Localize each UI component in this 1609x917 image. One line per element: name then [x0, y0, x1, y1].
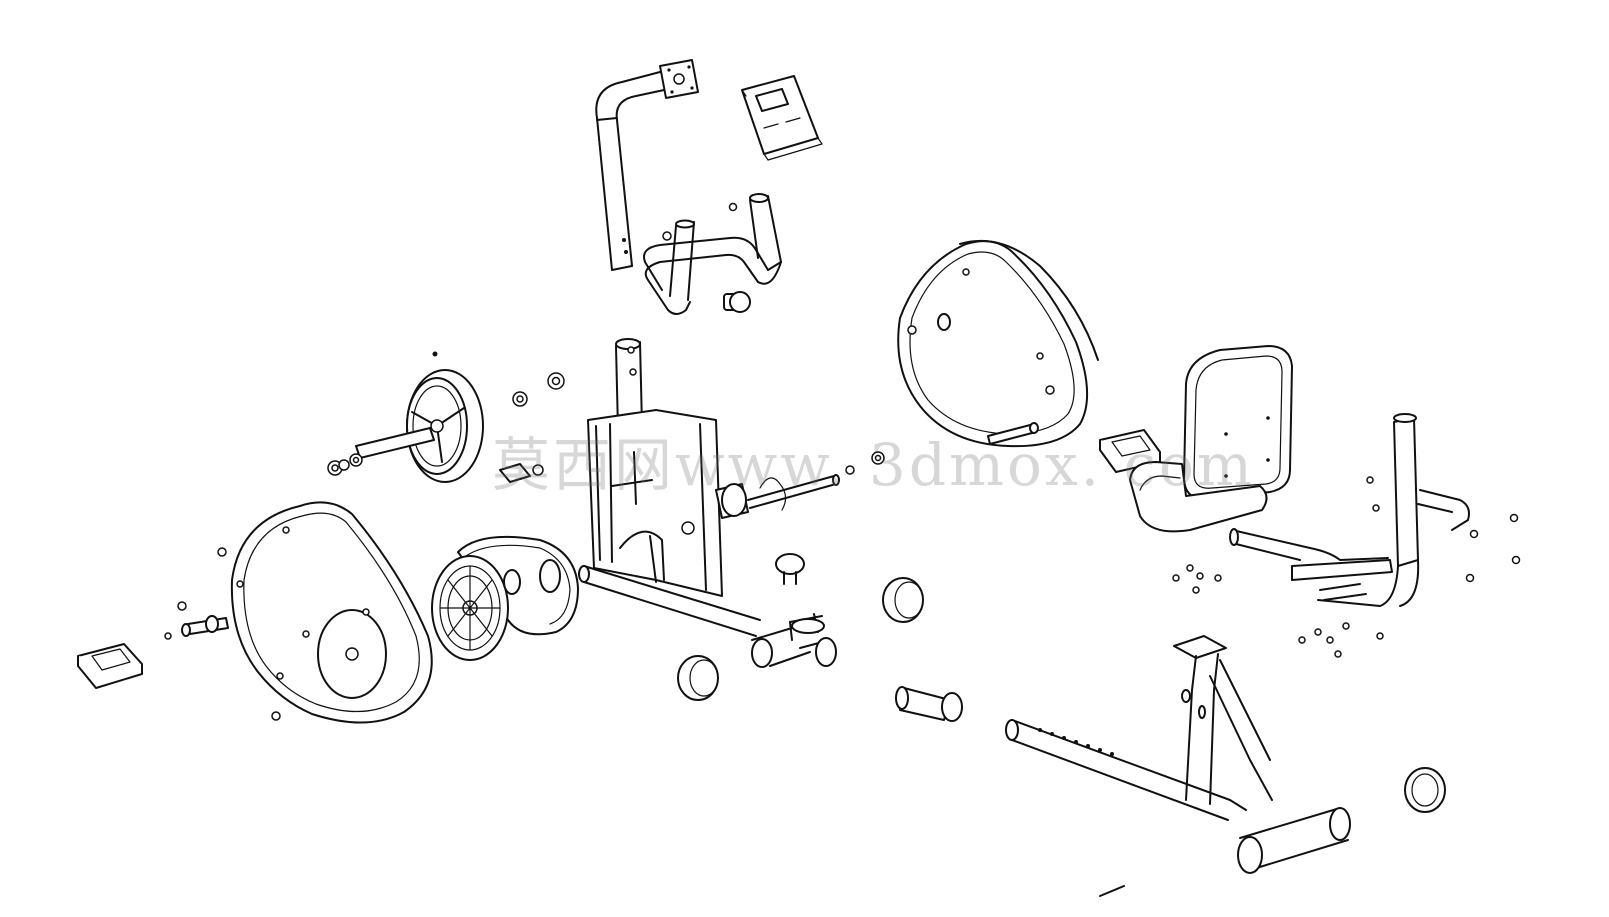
handlebar-upper: [595, 59, 699, 271]
handlebar-lower: [643, 193, 782, 315]
flywheel: [327, 351, 565, 483]
end-caps: [677, 553, 1446, 813]
display-console: [741, 75, 823, 161]
main-frame: [578, 338, 885, 668]
adjustment-knob: [723, 291, 751, 313]
crank-cover-left: [164, 501, 433, 724]
seat-back: [1129, 345, 1293, 533]
bracket-small: [499, 463, 544, 483]
crank-cover-right: [897, 239, 1099, 448]
rear-stabilizer: [1005, 635, 1351, 897]
seat-handles: [1229, 413, 1470, 607]
pedal-left: [77, 643, 143, 689]
hardware: [1172, 513, 1521, 658]
belt-pulley: [431, 535, 579, 661]
